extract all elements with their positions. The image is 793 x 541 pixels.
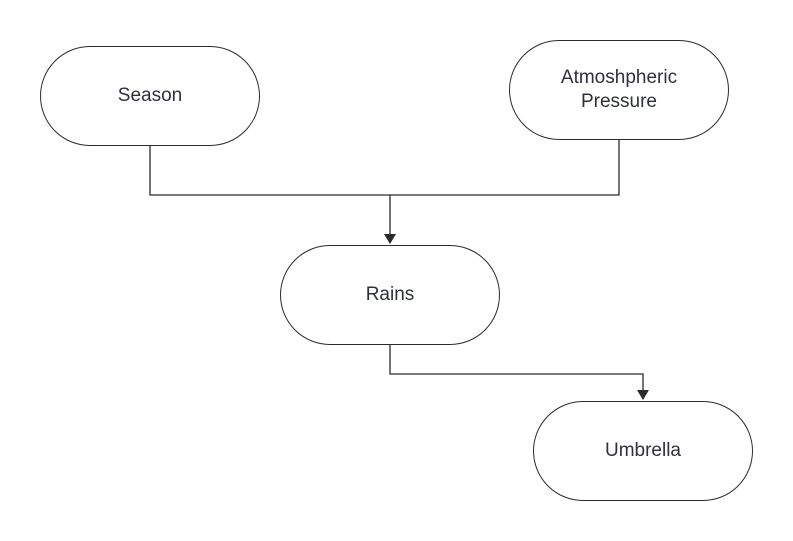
node-rains[interactable]: Rains [280,245,500,345]
node-umbrella-label: Umbrella [604,440,682,461]
connector-season-to-rains [149,146,396,244]
node-rains-label: Rains [365,284,415,305]
node-pressure-label-line-2: Pressure [580,91,657,112]
connector-rains-to-umbrella [389,345,649,400]
node-season-label: Season [117,85,183,106]
node-umbrella[interactable]: Umbrella [533,401,753,501]
connector-pressure-to-rains [390,140,620,196]
node-season[interactable]: Season [40,46,260,146]
node-atmospheric-pressure[interactable]: Atmoshpheric Pressure [509,40,729,140]
node-pressure-label-line-1: Atmoshpheric [560,67,678,88]
